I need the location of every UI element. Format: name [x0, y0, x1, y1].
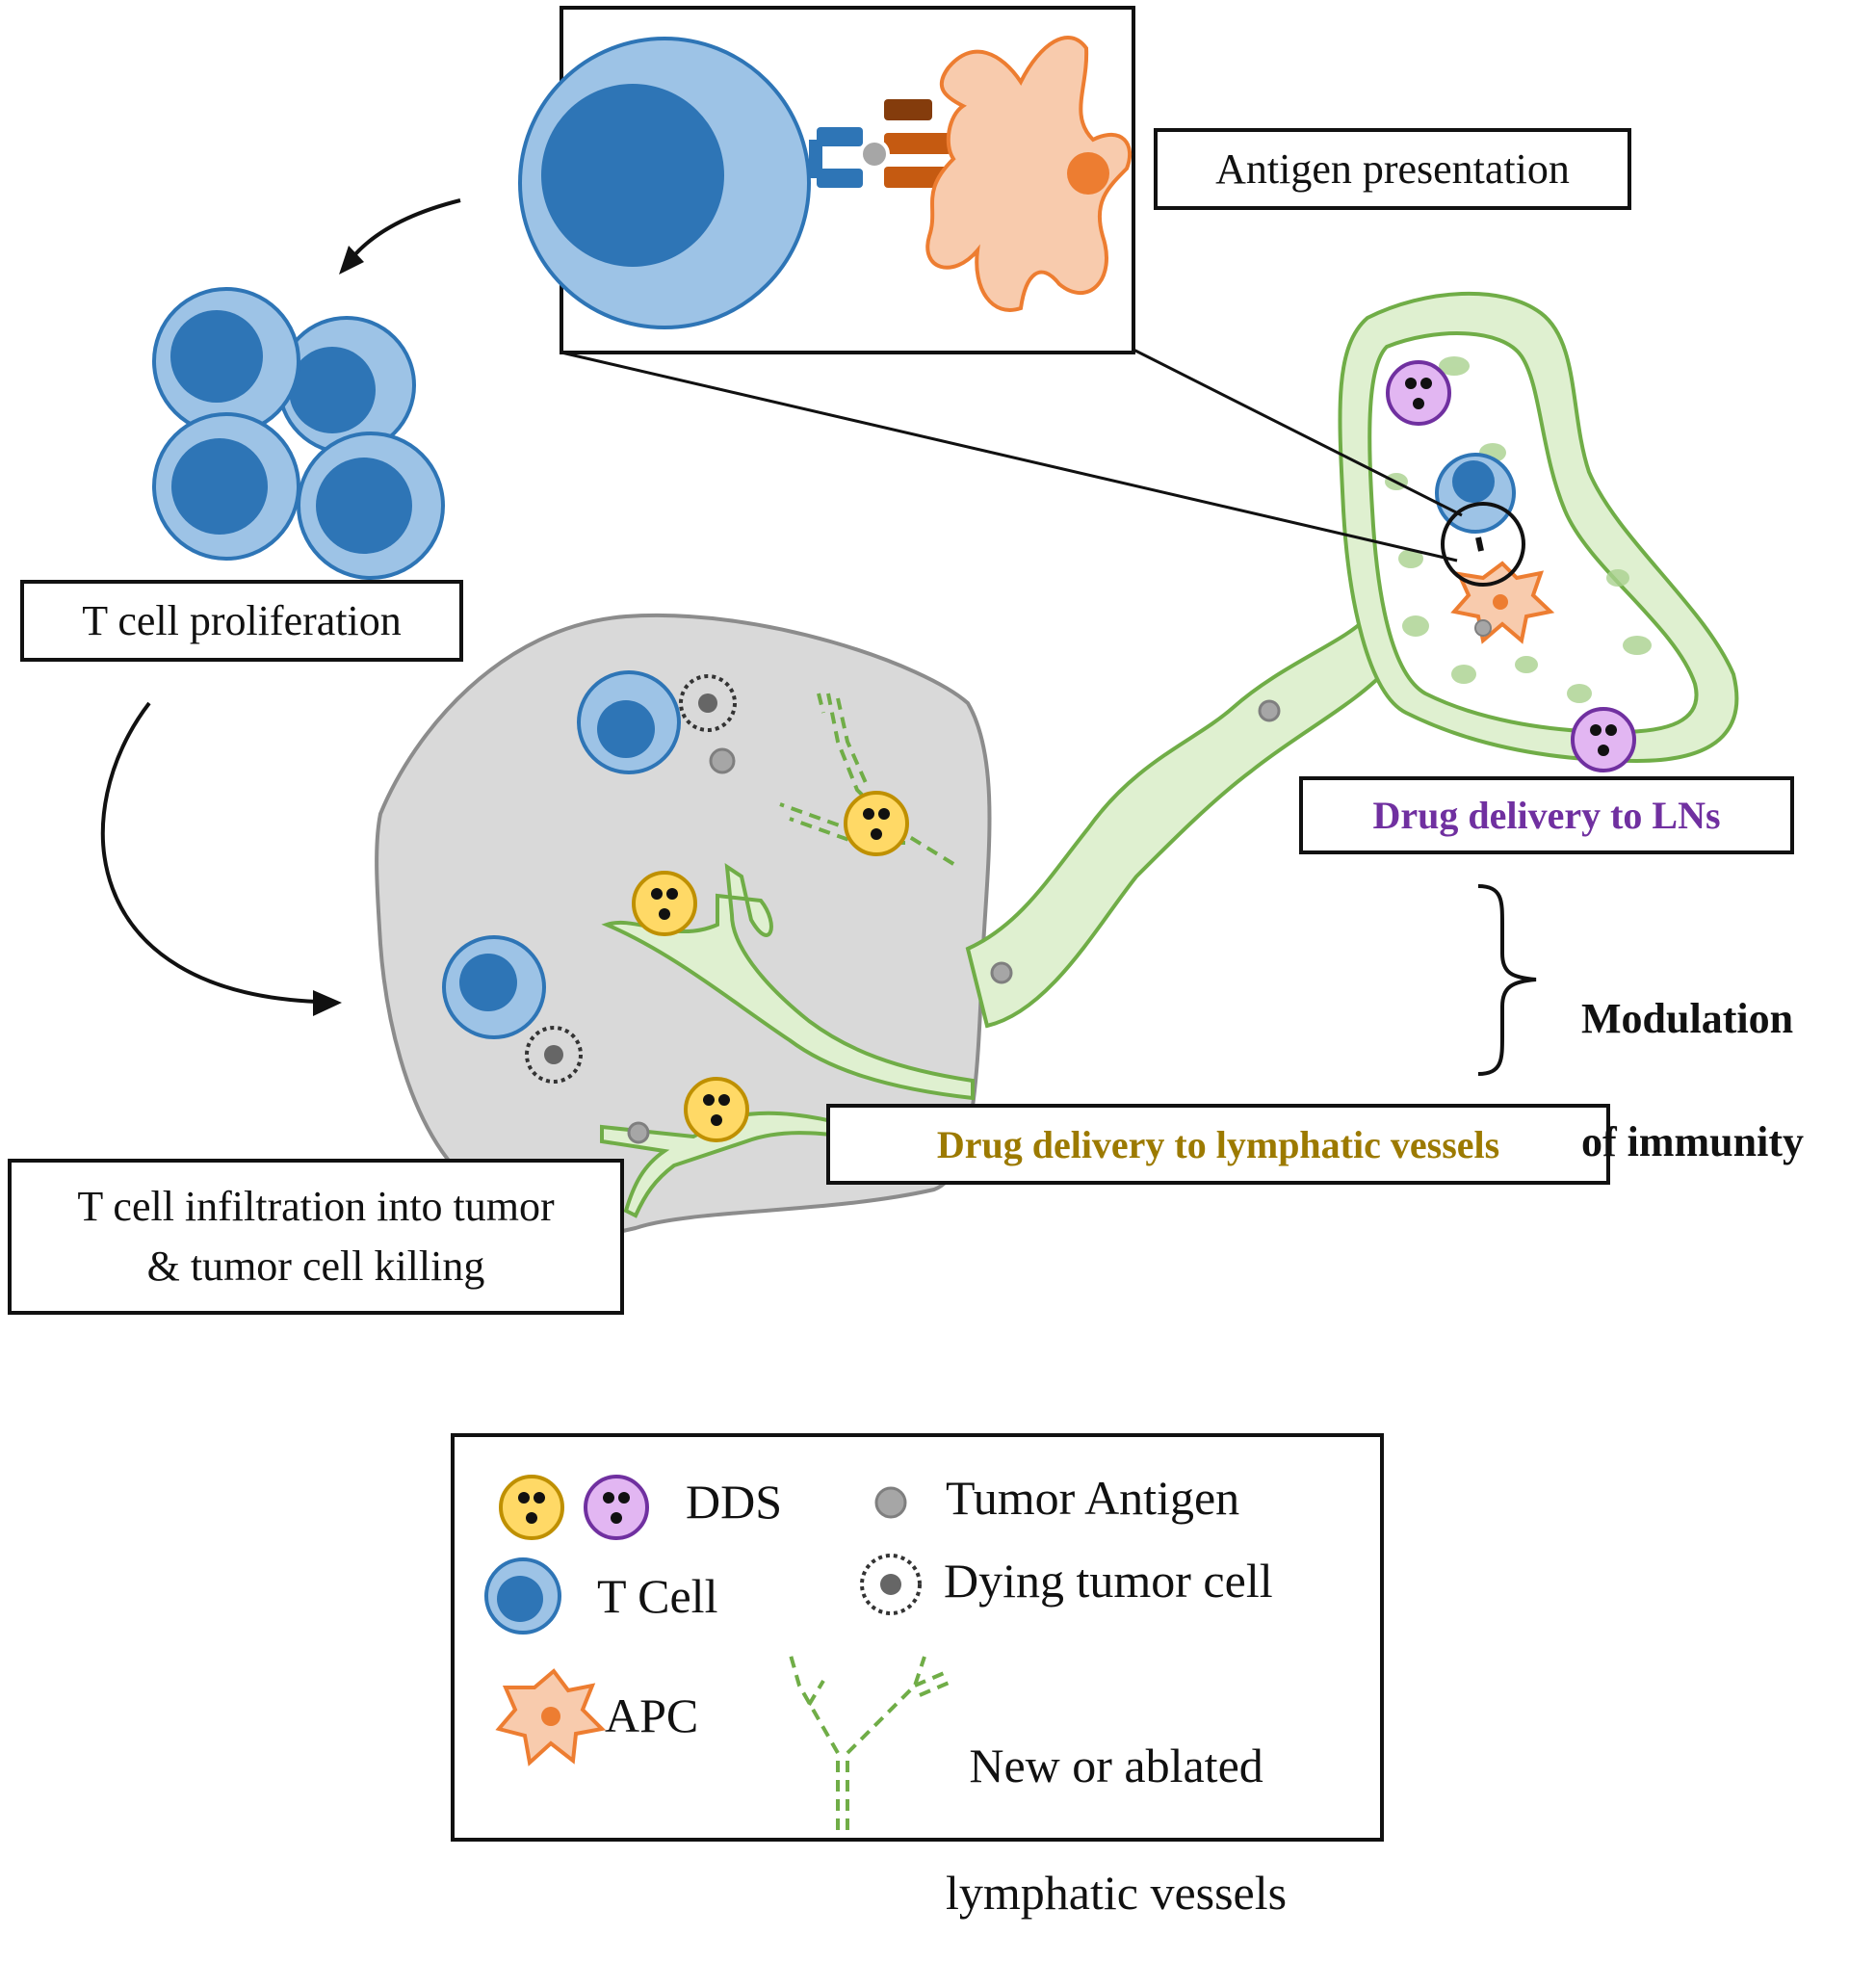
dds-tumor-1 — [844, 791, 909, 856]
legend-lymphatic-line-1: New or ablated — [969, 1739, 1263, 1792]
tumor-lymphatic-main — [601, 862, 975, 1101]
arrow-to-proliferation — [345, 198, 461, 267]
legend-dying-tumor-cell-icon — [860, 1554, 922, 1615]
legend-t-cell-label: T Cell — [597, 1569, 718, 1623]
legend-tumor-antigen-label: Tumor Antigen — [946, 1471, 1240, 1525]
zoom-marker — [1475, 536, 1484, 552]
dds-ln-1 — [1386, 360, 1451, 426]
curly-brace — [1477, 884, 1537, 1076]
dds-tumor-3 — [684, 1077, 749, 1142]
legend-t-cell-icon — [484, 1557, 561, 1635]
inset-apc-nucleus — [1067, 152, 1109, 195]
tumor-lymphatic-lower — [600, 1111, 849, 1218]
t-cell-proliferation-box: T cell proliferation — [20, 580, 463, 662]
drug-delivery-lymphatic-box: Drug delivery to lymphatic vessels — [826, 1104, 1610, 1185]
dds-ln-2 — [1571, 707, 1636, 772]
inset-apc — [925, 36, 1133, 312]
legend-dds-yellow-icon — [499, 1475, 564, 1540]
tumor-antigen-dot — [709, 747, 736, 774]
lymph-node-antigen — [1474, 619, 1492, 637]
lymph-node-apc-nucleus — [1493, 594, 1508, 610]
legend-apc-nucleus — [541, 1707, 560, 1726]
legend-lymphatic-line-2: lymphatic vessels — [946, 1866, 1288, 1920]
dying-tumor-cell-upper — [679, 674, 737, 732]
legend-lymphatic-icon — [788, 1651, 954, 1830]
modulation-label: Modulation of immunity — [1581, 927, 1804, 1235]
legend-dds-purple-icon — [584, 1475, 649, 1540]
proliferating-t-cells — [152, 287, 445, 580]
drug-delivery-lns-label: Drug delivery to LNs — [1372, 794, 1721, 837]
zoom-line-lower — [560, 351, 1458, 562]
inset-t-cell — [518, 37, 811, 329]
inset-antigen — [859, 139, 890, 170]
legend-apc-label: APC — [605, 1688, 699, 1742]
t-cell-proliferation-label: T cell proliferation — [82, 597, 402, 644]
dds-tumor-2 — [632, 871, 697, 936]
tumor-t-cell-lower — [442, 935, 546, 1039]
modulation-line-1: Modulation — [1581, 995, 1794, 1042]
tumor-t-cell-upper — [577, 670, 681, 774]
antigen-in-vessel-2 — [1258, 699, 1281, 722]
legend-dds-label: DDS — [686, 1475, 783, 1529]
modulation-line-2: of immunity — [1581, 1118, 1804, 1165]
drug-delivery-lymphatic-label: Drug delivery to lymphatic vessels — [936, 1122, 1500, 1166]
arrow-head-proliferation — [339, 246, 364, 275]
antigen-presentation-label: Antigen presentation — [1215, 145, 1570, 193]
zoom-circle — [1441, 502, 1525, 587]
antigen-in-vessel-3 — [627, 1121, 650, 1144]
dying-tumor-cell-lower — [525, 1026, 583, 1084]
antigen-presentation-box: Antigen presentation — [1154, 128, 1631, 210]
drug-delivery-lns-box: Drug delivery to LNs — [1299, 776, 1794, 854]
arrow-to-tumor — [100, 701, 319, 1004]
legend-lymphatic-label: New or ablated lymphatic vessels — [946, 1670, 1287, 1988]
inset-receptor — [809, 127, 863, 188]
legend-tumor-antigen-icon — [874, 1486, 907, 1519]
zoom-line-upper — [1133, 348, 1463, 517]
arrow-head-tumor — [313, 990, 342, 1016]
antigen-in-vessel-1 — [990, 961, 1013, 984]
legend-dying-tumor-cell-label: Dying tumor cell — [944, 1554, 1273, 1608]
t-cell-infiltration-label: T cell infiltration into tumor & tumor c… — [77, 1183, 555, 1290]
t-cell-infiltration-box: T cell infiltration into tumor & tumor c… — [8, 1159, 624, 1315]
